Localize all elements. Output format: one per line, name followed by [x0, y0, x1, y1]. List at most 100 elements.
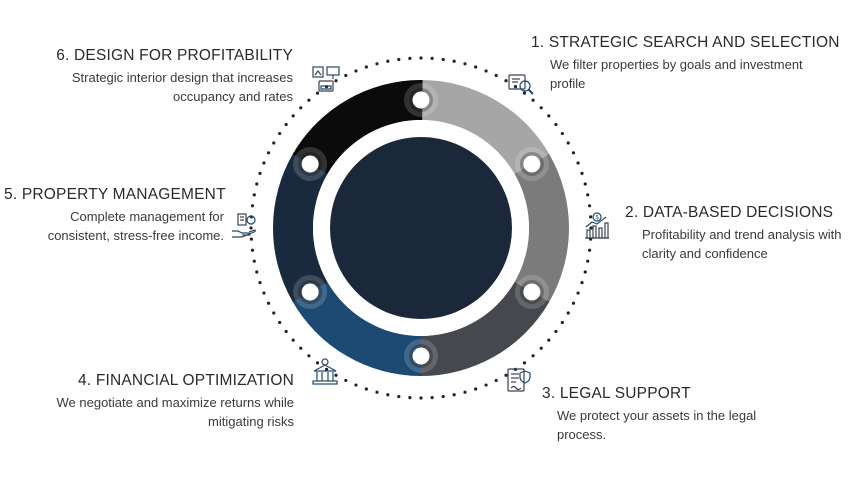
marker-dot-1: [412, 91, 430, 109]
ring-dot: [554, 329, 558, 334]
ring-dot: [504, 79, 508, 83]
ring-dot: [266, 151, 271, 155]
ring-segment-1: [421, 80, 550, 175]
ring-dot: [452, 59, 456, 63]
marker-dot-3: [523, 283, 541, 301]
ring-dot: [484, 69, 488, 73]
ring-dot: [566, 311, 570, 315]
ring-dot: [258, 281, 262, 285]
interior-design-icon: [311, 64, 341, 94]
ring-dot: [587, 204, 592, 208]
ring-dot: [587, 248, 592, 252]
ring-dot: [364, 387, 368, 391]
ring-dot: [463, 62, 467, 66]
ring-dot: [255, 182, 259, 186]
marker-dot-4: [412, 347, 430, 365]
ring-dot: [539, 106, 543, 110]
step-6-title: 6. DESIGN FOR PROFITABILITY: [56, 47, 293, 64]
ring-dot: [576, 291, 580, 295]
ring-dot: [386, 59, 390, 63]
ring-dot: [408, 396, 412, 400]
chart-dollar-icon: $: [582, 211, 612, 241]
ring-dot: [554, 122, 558, 127]
ring-dot: [576, 161, 580, 165]
ring-dot: [419, 56, 423, 60]
ring-dot: [494, 73, 498, 78]
step-3-title: 3. LEGAL SUPPORT: [542, 385, 691, 402]
bank-money-icon: [310, 358, 340, 388]
step-3: 3. LEGAL SUPPORT We protect your assets …: [542, 384, 812, 444]
ring-dot: [580, 171, 584, 175]
ring-dot: [252, 259, 256, 263]
step-6-description: Strategic interior design that increases…: [71, 70, 293, 104]
step-5: 5. PROPERTY MANAGEMENT Complete manageme…: [4, 185, 226, 245]
ring-segments: [273, 80, 569, 376]
ring-dot: [580, 281, 584, 285]
ring-dot: [566, 141, 570, 145]
ring-dot: [531, 354, 535, 358]
ring-segment-6: [292, 80, 423, 174]
ring-dot: [249, 226, 253, 230]
ring-dot: [430, 396, 434, 400]
step-1: 1. STRATEGIC SEARCH AND SELECTION We fil…: [531, 33, 841, 93]
ring-dot: [504, 373, 508, 377]
ring-dot: [307, 354, 311, 358]
ring-dot: [344, 73, 348, 78]
ring-dot: [560, 320, 564, 325]
ring-dot: [494, 378, 498, 383]
ring-dot: [284, 122, 288, 127]
ring-dot: [589, 215, 593, 219]
ring-dot: [364, 65, 368, 69]
ring-dot: [375, 390, 379, 394]
ring-dot: [441, 57, 445, 62]
ring-dot: [284, 329, 288, 334]
step-5-description: Complete management for consistent, stre…: [47, 209, 224, 243]
step-2-description: Profitability and trend analysis with cl…: [642, 227, 842, 261]
step-4: 4. FINANCIAL OPTIMIZATION We negotiate a…: [10, 371, 295, 431]
ring-dot: [474, 387, 478, 391]
hand-building-icon: [230, 211, 260, 241]
ring-dot: [419, 396, 423, 400]
ring-dot: [474, 65, 478, 69]
ring-dot: [539, 346, 543, 350]
ring-dot: [250, 204, 255, 208]
marker-dot-2: [523, 155, 541, 173]
ring-dot: [441, 394, 445, 399]
marker-dot-5: [301, 283, 319, 301]
contract-shield-icon: [503, 365, 533, 395]
ring-dot: [571, 301, 576, 305]
ring-dot: [484, 383, 488, 387]
ring-segment-5: [273, 152, 329, 302]
dotted-outer-ring: [249, 56, 593, 400]
step-4-description: We negotiate and maximize returns while …: [56, 395, 295, 429]
ring-dot: [334, 79, 338, 83]
ring-dot: [249, 237, 253, 241]
ring-dot: [250, 248, 255, 252]
ring-dot: [408, 56, 412, 60]
ring-dot: [272, 141, 276, 145]
ring-dot: [278, 131, 282, 136]
ring-dot: [463, 390, 467, 394]
ring-dot: [583, 182, 587, 186]
ring-dot: [583, 270, 587, 274]
ring-dot: [272, 311, 276, 315]
ring-dot: [354, 383, 358, 387]
ring-dot: [522, 361, 527, 365]
marker-dot-6: [301, 155, 319, 173]
ring-dot: [299, 106, 303, 110]
step-5-title: 5. PROPERTY MANAGEMENT: [4, 186, 226, 203]
ring-dot: [258, 171, 262, 175]
ring-dot: [315, 91, 320, 95]
ring-dot: [452, 393, 456, 397]
ring-segment-3: [419, 282, 550, 376]
magnifier-document-icon: [506, 70, 536, 100]
ring-dot: [262, 291, 266, 295]
ring-dot: [262, 161, 266, 165]
step-2-title: 2. DATA-BASED DECISIONS: [625, 204, 834, 221]
ring-dot: [589, 226, 593, 230]
ring-dot: [531, 98, 535, 102]
ring-dot: [586, 193, 590, 197]
ring-dot: [334, 373, 338, 377]
ring-dot: [324, 367, 329, 371]
